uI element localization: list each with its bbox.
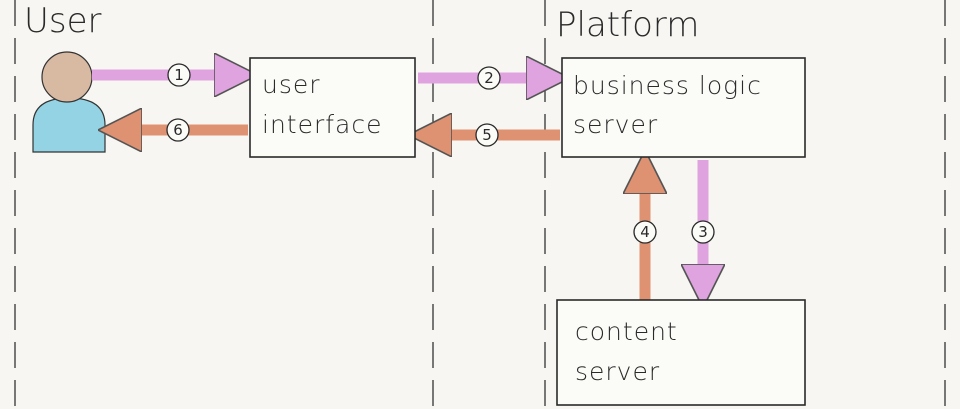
step-badge-6: 6 — [166, 118, 190, 142]
svg-text:server: server — [573, 110, 658, 139]
svg-text:4: 4 — [640, 223, 650, 241]
svg-text:server: server — [575, 357, 660, 386]
step-badge-4: 4 — [633, 220, 657, 244]
svg-text:business logic: business logic — [573, 71, 762, 100]
svg-text:content: content — [575, 317, 678, 346]
svg-text:6: 6 — [173, 121, 183, 139]
svg-text:user: user — [262, 70, 321, 99]
lane-title-user: User — [24, 1, 102, 41]
step-badge-2: 2 — [477, 66, 501, 90]
step-badge-1: 1 — [167, 63, 191, 87]
lane-title-platform: Platform — [556, 5, 699, 45]
user-interface-box: user interface — [249, 57, 416, 158]
step-badge-5: 5 — [475, 123, 499, 147]
svg-text:5: 5 — [482, 126, 492, 144]
svg-text:3: 3 — [698, 223, 708, 241]
svg-text:1: 1 — [174, 66, 184, 84]
svg-text:2: 2 — [484, 69, 494, 87]
user-person-icon — [32, 51, 106, 153]
svg-text:interface: interface — [262, 110, 383, 139]
content-server-box: content server — [556, 299, 806, 406]
step-badge-3: 3 — [691, 220, 715, 244]
business-logic-server-box: business logic server — [561, 57, 806, 158]
